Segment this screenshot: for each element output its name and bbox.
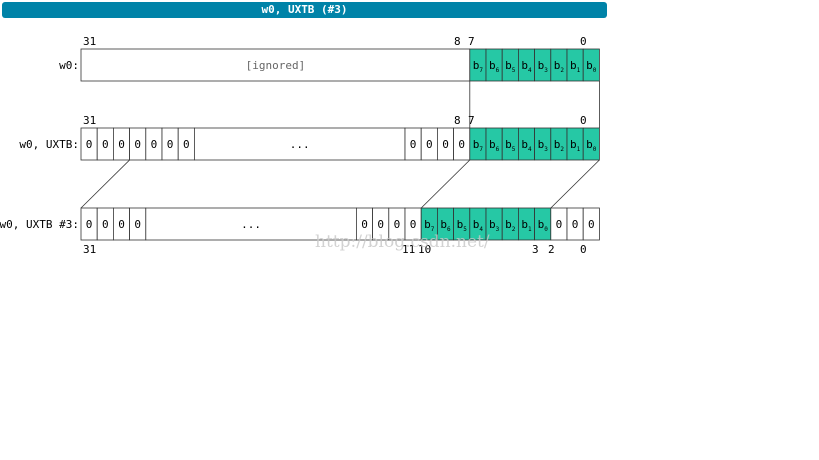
bit-cell-text: b2: [554, 59, 565, 74]
row-label: w0:: [59, 59, 79, 72]
connector-line: [550, 159, 600, 209]
bit-cell-text: 0: [102, 138, 109, 151]
bit-cell-text: 0: [458, 138, 465, 151]
bit-cell-text: 0: [361, 218, 368, 231]
connector-line: [420, 159, 471, 209]
bit-cell: [145, 207, 357, 241]
bit-cell: [582, 207, 600, 241]
bit-cell-text: ...: [290, 138, 310, 151]
bit-cell-text: 0: [426, 138, 433, 151]
bit-cell-text: b6: [489, 59, 500, 74]
row-label: w0, UXTB #3:: [0, 218, 79, 231]
bit-index-label: 0: [580, 243, 587, 256]
bit-cell-text: 0: [410, 218, 417, 231]
bit-cell-text: 0: [134, 138, 141, 151]
bit-cell-text: b2: [505, 218, 516, 233]
bit-cell-text: b3: [538, 59, 549, 74]
bit-cell-text: 0: [102, 218, 109, 231]
bit-cell-text: b2: [554, 138, 565, 153]
bit-cell-highlight: [582, 127, 600, 161]
bit-cell: [193, 127, 406, 161]
bit-cell-text: b7: [424, 218, 435, 233]
bit-cell-text: b0: [586, 59, 597, 74]
bit-cell-text: b0: [586, 138, 597, 153]
bit-cell-text: 0: [86, 138, 93, 151]
ignored-field: [80, 48, 471, 82]
bit-cell-text: 0: [167, 138, 174, 151]
bit-index-label: 8: [454, 114, 461, 127]
bit-index-label: 7: [468, 114, 475, 127]
bit-cell-text: b3: [538, 138, 549, 153]
bit-cell-text: b4: [521, 59, 532, 74]
bit-index-label: 8: [454, 35, 461, 48]
bit-cell-text: 0: [572, 218, 579, 231]
bit-cell-text: 0: [394, 218, 401, 231]
bit-cell-text: ...: [241, 218, 261, 231]
bit-index-label: 3: [532, 243, 539, 256]
bit-cell-text: [ignored]: [246, 59, 306, 72]
bit-cell-text: b3: [489, 218, 500, 233]
bit-cell-text: 0: [556, 218, 563, 231]
bit-cell-text: 0: [86, 218, 93, 231]
bit-cell-highlight: [582, 48, 600, 82]
bit-cell-text: b5: [457, 218, 468, 233]
bit-cell-text: 0: [151, 138, 158, 151]
bit-cell-text: b0: [538, 218, 549, 233]
bit-cell-text: b1: [521, 218, 532, 233]
bit-index-label: 0: [580, 35, 587, 48]
bit-cell-text: 0: [410, 138, 417, 151]
bit-cell-text: 0: [588, 218, 595, 231]
connector-line: [80, 159, 130, 209]
bit-index-label: 31: [83, 114, 96, 127]
bit-index-label: 7: [468, 35, 475, 48]
bit-cell-text: b6: [440, 218, 451, 233]
watermark-text: http://blog.csdn.net/: [315, 232, 490, 252]
row-label: w0, UXTB:: [19, 138, 79, 151]
bit-cell-text: b5: [505, 59, 516, 74]
bit-cell-text: 0: [377, 218, 384, 231]
connector-lines: [80, 81, 600, 209]
diagram-title: w0, UXTB (#3): [2, 2, 607, 18]
bit-cell-text: b5: [505, 138, 516, 153]
bit-cell-text: 0: [183, 138, 190, 151]
bit-cell-text: 0: [134, 218, 141, 231]
bit-cell-text: b7: [473, 59, 484, 74]
bit-index-label: 11: [402, 243, 415, 256]
bit-cell-text: b4: [473, 218, 484, 233]
bit-index-label: 31: [83, 35, 96, 48]
bit-cell-text: b4: [521, 138, 532, 153]
bit-cell-text: b6: [489, 138, 500, 153]
bit-cell-text: b1: [570, 138, 581, 153]
bit-index-label: 31: [83, 243, 96, 256]
bit-cell-text: b7: [473, 138, 484, 153]
bit-index-label: 10: [418, 243, 431, 256]
bit-cell-text: b1: [570, 59, 581, 74]
bit-index-label: 0: [580, 114, 587, 127]
bit-cell-text: 0: [118, 138, 125, 151]
bit-index-label: 2: [548, 243, 555, 256]
bit-cell-text: 0: [442, 138, 449, 151]
bit-cell-text: 0: [118, 218, 125, 231]
